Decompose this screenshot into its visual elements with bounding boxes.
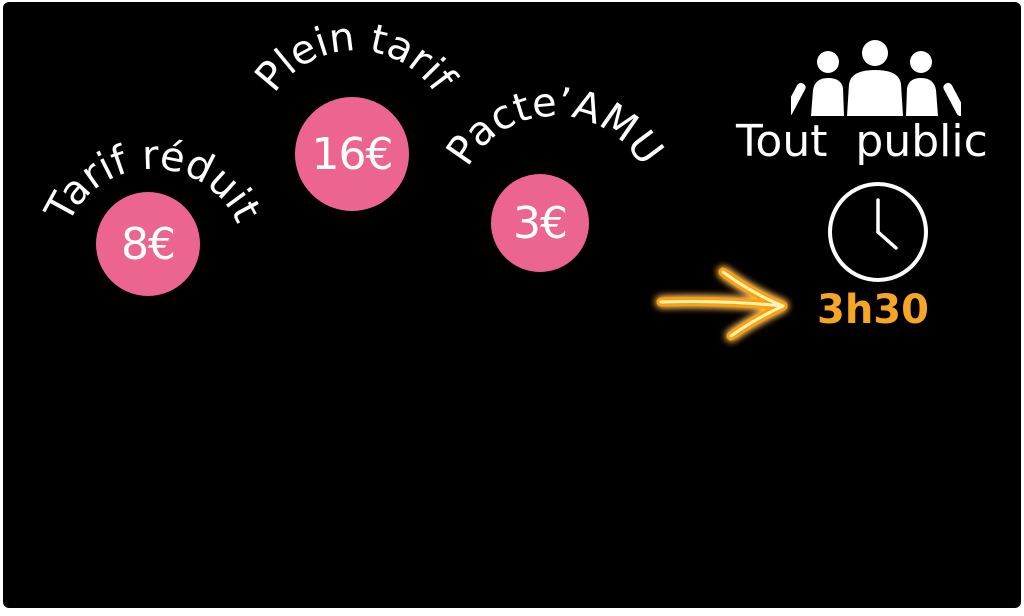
duration-value: 3h30 [817,287,929,333]
poster-canvas: Tarif réduit Plein tarif Pacte’AMU 8€ 16… [3,2,1021,608]
group-people-icon [791,40,961,116]
price-label-plein: Plein tarif [246,14,465,101]
neon-arrow-icon [656,267,788,341]
audience-label: Tout public [736,116,988,167]
price-circle-reduit: 8€ [96,192,200,296]
price-circle-pacte: 3€ [491,174,589,272]
price-value-pacte: 3€ [513,197,568,249]
arc-labels-layer: Tarif réduit Plein tarif Pacte’AMU [36,14,672,230]
price-value-plein: 16€ [311,128,394,180]
price-label-pacte: Pacte’AMU [438,79,672,173]
price-value-reduit: 8€ [121,218,176,270]
clock-icon [828,182,928,282]
price-circle-plein: 16€ [295,97,409,211]
